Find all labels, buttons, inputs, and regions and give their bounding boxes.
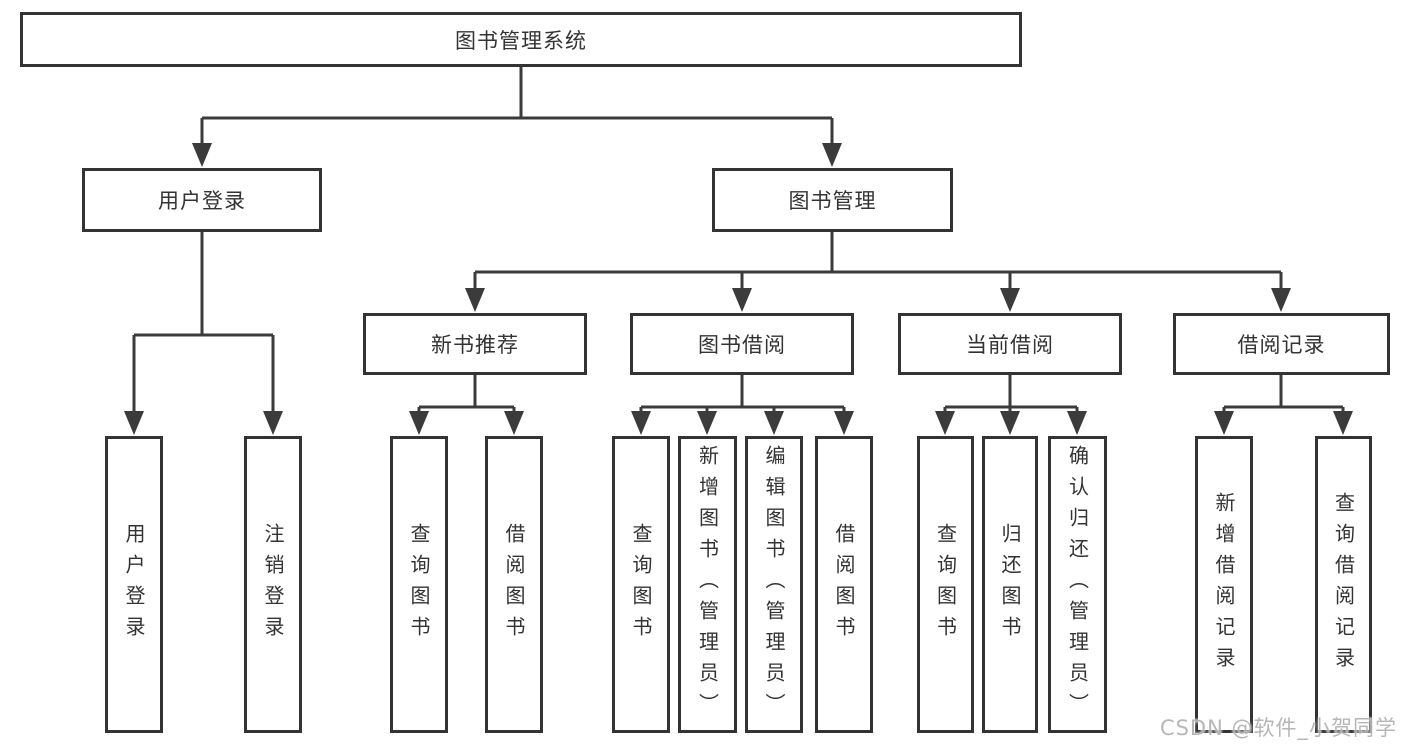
leaf-label: 编辑图书（管理员） [762,445,786,724]
arrowhead-icon [409,411,429,435]
leaf-return-books: 归还图书 [982,436,1038,733]
leaf-label: 查询图书 [407,522,431,647]
leaf-query-books-recommend: 查询图书 [390,436,448,733]
arrowhead-icon [764,411,784,435]
arrowhead-icon [504,411,524,435]
node-root-system: 图书管理系统 [20,12,1022,67]
leaf-label: 查询图书 [629,522,653,647]
leaf-label: 新增借阅记录 [1212,491,1236,678]
arrowhead-icon [124,411,144,435]
arrowhead-icon [1214,411,1234,435]
leaf-label: 用户登录 [122,522,146,647]
leaf-label: 查询借阅记录 [1331,491,1356,678]
leaf-label: 借阅图书 [832,522,856,647]
leaf-label: 查询图书 [933,522,958,647]
arrowhead-icon [732,288,752,312]
arrowhead-icon [1067,411,1087,435]
leaf-query-books-borrow: 查询图书 [612,436,670,733]
node-group-current-borrow: 当前借阅 [898,313,1122,375]
leaf-confirm-return-admin: 确认归还（管理员） [1048,436,1107,733]
leaf-label: 新增图书（管理员） [695,445,720,724]
arrowhead-icon [1000,288,1020,312]
leaf-borrow-books-recommend: 借阅图书 [485,436,543,733]
arrowhead-icon [465,288,485,312]
leaf-borrow-books: 借阅图书 [815,436,873,733]
leaf-logout: 注销登录 [244,436,302,733]
arrowhead-icon [1000,411,1020,435]
arrowhead-icon [1333,411,1353,435]
node-group-borrow-records: 借阅记录 [1173,313,1390,375]
leaf-label: 借阅图书 [502,522,526,647]
node-group-new-book-recommend: 新书推荐 [363,313,587,375]
leaf-label: 确认归还（管理员） [1065,445,1090,724]
arrowhead-icon [822,143,842,167]
arrowhead-icon [263,411,283,435]
leaf-query-borrow-record: 查询借阅记录 [1315,436,1372,733]
leaf-edit-books-admin: 编辑图书（管理员） [745,436,803,733]
leaf-add-books-admin: 新增图书（管理员） [678,436,737,733]
node-group-book-borrow: 图书借阅 [630,313,854,375]
arrowhead-icon [935,411,955,435]
arrowhead-icon [192,143,212,167]
csdn-watermark: CSDN @软件_小贺同学 [1159,716,1397,740]
node-branch-book-management: 图书管理 [712,168,953,232]
leaf-query-books-current: 查询图书 [917,436,974,733]
arrowhead-icon [834,411,854,435]
node-branch-user-login: 用户登录 [82,168,322,232]
leaf-label: 注销登录 [261,522,285,647]
arrowhead-icon [631,411,651,435]
arrowhead-icon [1271,288,1291,312]
leaf-label: 归还图书 [998,522,1022,647]
leaf-add-borrow-record: 新增借阅记录 [1195,436,1253,733]
arrowhead-icon [697,411,717,435]
leaf-user-login: 用户登录 [105,436,163,733]
